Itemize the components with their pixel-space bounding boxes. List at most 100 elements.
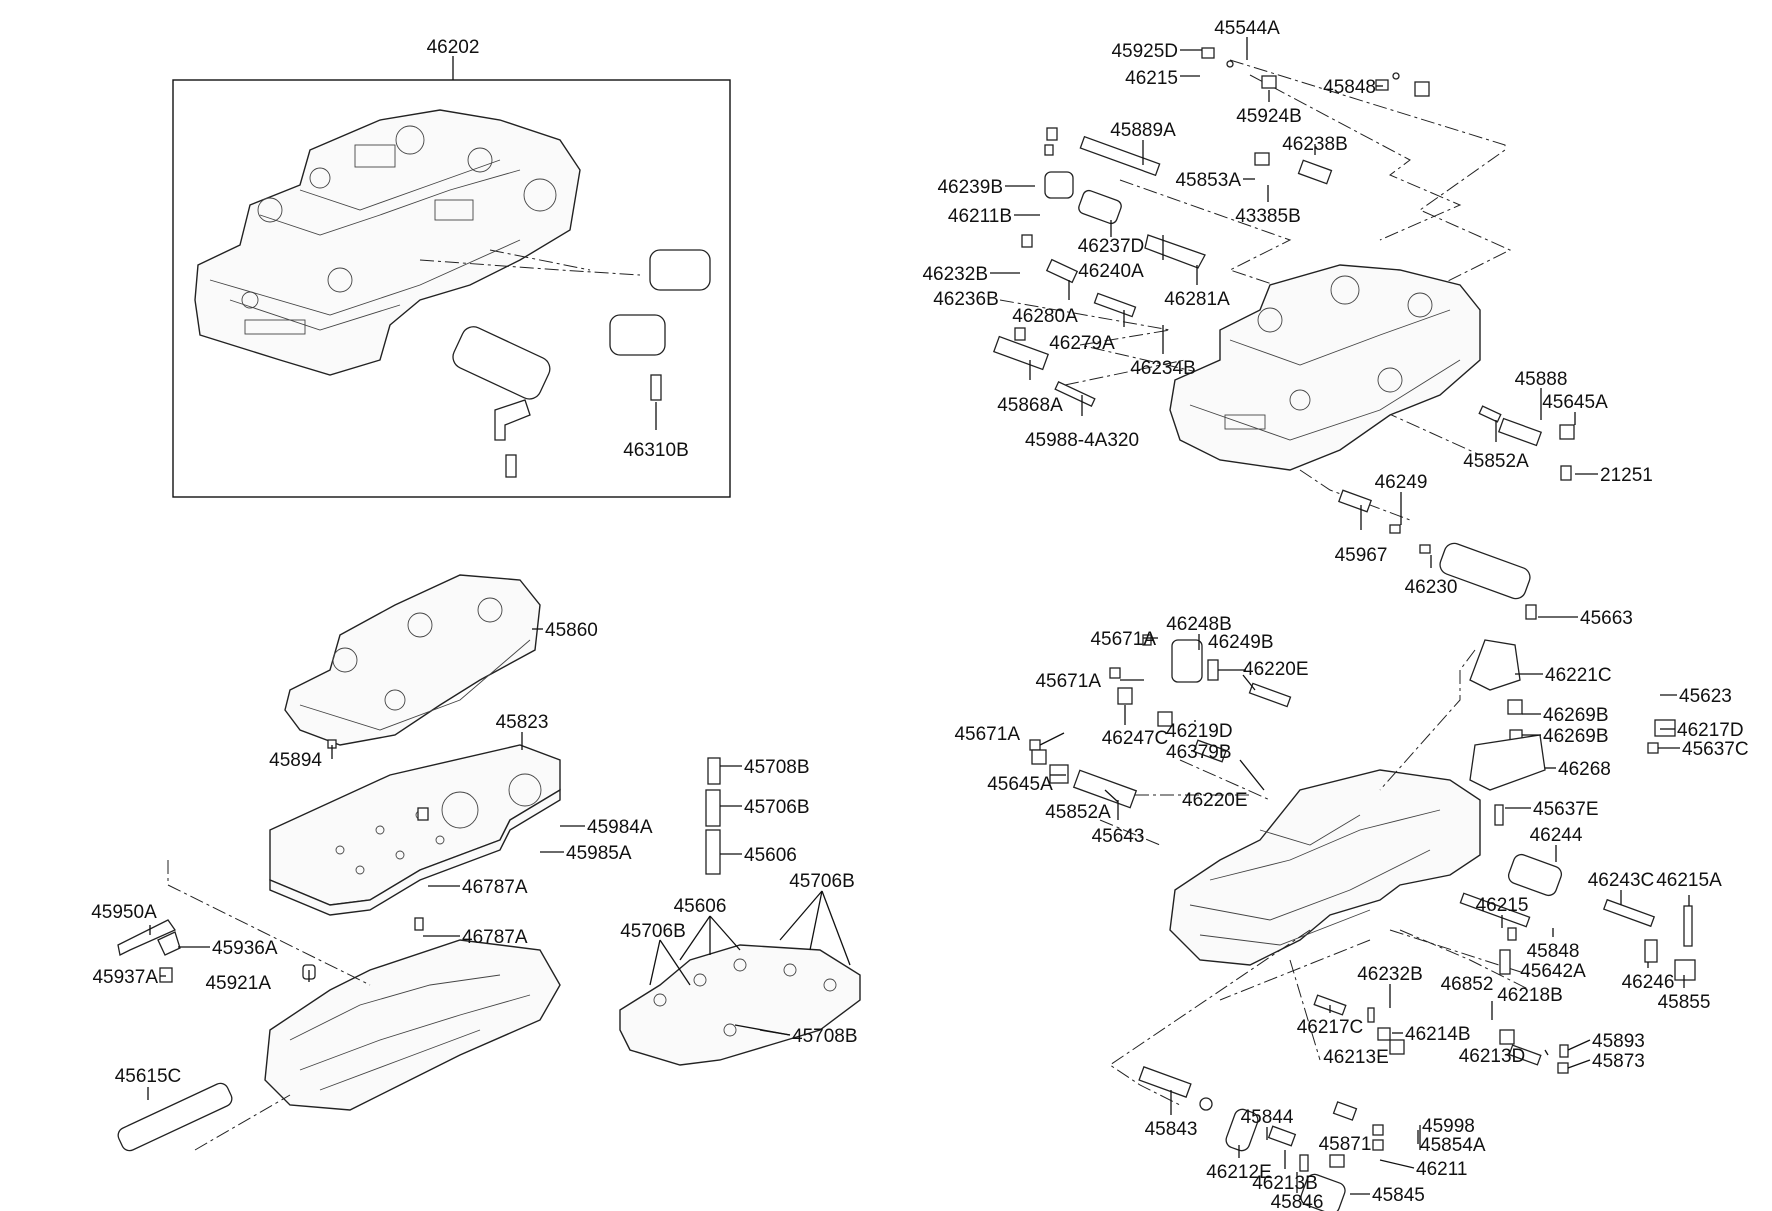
part-label-46211B[interactable]: 46211B (948, 206, 1012, 227)
part-label-46215-2[interactable]: 46215 (1476, 895, 1529, 916)
part-label-46230[interactable]: 46230 (1405, 577, 1458, 598)
part-label-46379B[interactable]: 46379B (1166, 742, 1232, 763)
part-label-46279A[interactable]: 46279A (1049, 333, 1115, 354)
part-label-46240A[interactable]: 46240A (1078, 261, 1144, 282)
kit-box-label[interactable]: 46202 (427, 37, 480, 58)
part-label-46787A-1[interactable]: 46787A (462, 877, 528, 898)
part-label-46248B[interactable]: 46248B (1166, 614, 1232, 635)
part-label-46239B[interactable]: 46239B (937, 177, 1003, 198)
part-label-46238B[interactable]: 46238B (1282, 134, 1348, 155)
part-label-46310B[interactable]: 46310B (623, 440, 689, 461)
part-label-45893[interactable]: 45893 (1592, 1031, 1645, 1052)
part-label-46217C[interactable]: 46217C (1297, 1017, 1364, 1038)
part-label-46212E[interactable]: 46212E (1206, 1162, 1272, 1183)
part-label-46249B[interactable]: 46249B (1208, 632, 1274, 653)
part-label-45637C[interactable]: 45637C (1682, 739, 1749, 760)
part-label-46220E-2[interactable]: 46220E (1182, 790, 1248, 811)
part-label-46280A[interactable]: 46280A (1012, 306, 1078, 327)
part-label-45706B-2[interactable]: 45706B (789, 871, 855, 892)
part-label-46217D[interactable]: 46217D (1677, 720, 1744, 741)
solenoid-valve-illustration (452, 249, 711, 478)
part-label-21251[interactable]: 21251 (1600, 465, 1653, 486)
part-label-45643[interactable]: 45643 (1092, 826, 1145, 847)
part-label-45663[interactable]: 45663 (1580, 608, 1633, 629)
part-label-45925D[interactable]: 45925D (1111, 41, 1178, 62)
part-label-45937A[interactable]: 45937A (92, 967, 158, 988)
part-label-46218B[interactable]: 46218B (1497, 985, 1563, 1006)
part-label-45671A-1[interactable]: 45671A (1090, 629, 1156, 650)
part-label-45853A[interactable]: 45853A (1175, 170, 1241, 191)
part-label-46215-top[interactable]: 46215 (1125, 68, 1178, 89)
part-label-46220E-1[interactable]: 46220E (1243, 659, 1309, 680)
part-label-46213E[interactable]: 46213E (1323, 1047, 1389, 1068)
part-label-45984A[interactable]: 45984A (587, 817, 653, 838)
part-label-46237D[interactable]: 46237D (1078, 236, 1145, 257)
part-label-45852A-top[interactable]: 45852A (1463, 451, 1529, 472)
part-label-45852A-2[interactable]: 45852A (1045, 802, 1111, 823)
part-label-45888[interactable]: 45888 (1515, 369, 1568, 390)
part-label-46215A[interactable]: 46215A (1656, 870, 1722, 891)
part-label-45708B-2[interactable]: 45708B (792, 1026, 858, 1047)
part-label-45637E[interactable]: 45637E (1533, 799, 1599, 820)
part-label-46243C[interactable]: 46243C (1588, 870, 1655, 891)
part-label-45645A-2[interactable]: 45645A (987, 774, 1053, 795)
part-label-46247C[interactable]: 46247C (1102, 728, 1169, 749)
part-label-45642A[interactable]: 45642A (1520, 961, 1586, 982)
part-label-46246[interactable]: 46246 (1622, 972, 1675, 993)
part-label-46214B[interactable]: 46214B (1405, 1024, 1471, 1045)
part-label-45854A[interactable]: 45854A (1420, 1135, 1486, 1156)
part-label-45606-1[interactable]: 45606 (744, 845, 797, 866)
part-label-45924B[interactable]: 45924B (1236, 106, 1302, 127)
part-label-45967[interactable]: 45967 (1335, 545, 1388, 566)
part-label-45889A[interactable]: 45889A (1110, 120, 1176, 141)
part-label-45606-2[interactable]: 45606 (674, 896, 727, 917)
part-label-46852[interactable]: 46852 (1441, 974, 1494, 995)
part-label-46269B-1[interactable]: 46269B (1543, 705, 1609, 726)
part-label-46234B[interactable]: 46234B (1130, 358, 1196, 379)
part-label-45844[interactable]: 45844 (1241, 1107, 1294, 1128)
part-label-46249[interactable]: 46249 (1375, 472, 1428, 493)
part-label-45823[interactable]: 45823 (496, 712, 549, 733)
part-label-45671A-3[interactable]: 45671A (954, 724, 1020, 745)
part-label-46219D[interactable]: 46219D (1166, 721, 1233, 742)
part-label-45708B-1[interactable]: 45708B (744, 757, 810, 778)
part-label-45706B-1[interactable]: 45706B (744, 797, 810, 818)
part-label-45988-4A320[interactable]: 45988-4A320 (1025, 430, 1139, 451)
part-label-46221C[interactable]: 46221C (1545, 665, 1612, 686)
part-label-45950A[interactable]: 45950A (91, 902, 157, 923)
part-label-45544A[interactable]: 45544A (1214, 18, 1280, 39)
part-label-45845[interactable]: 45845 (1372, 1185, 1425, 1206)
part-label-46213B[interactable]: 46213B (1252, 1173, 1318, 1194)
part-label-45615C[interactable]: 45615C (115, 1066, 182, 1087)
part-label-46787A-2[interactable]: 46787A (462, 927, 528, 948)
part-label-45868A[interactable]: 45868A (997, 395, 1063, 416)
part-label-45855[interactable]: 45855 (1658, 992, 1711, 1013)
part-label-45873[interactable]: 45873 (1592, 1051, 1645, 1072)
part-label-46268[interactable]: 46268 (1558, 759, 1611, 780)
part-label-45848-top[interactable]: 45848 (1323, 77, 1376, 98)
part-label-46213D[interactable]: 46213D (1459, 1046, 1526, 1067)
part-label-43385B[interactable]: 43385B (1235, 206, 1301, 227)
part-label-45645A-top[interactable]: 45645A (1542, 392, 1608, 413)
part-label-46232B-top[interactable]: 46232B (922, 264, 988, 285)
part-label-46281A[interactable]: 46281A (1164, 289, 1230, 310)
part-label-45848-2[interactable]: 45848 (1527, 941, 1580, 962)
part-label-45843[interactable]: 45843 (1145, 1119, 1198, 1140)
part-label-45846[interactable]: 45846 (1271, 1192, 1324, 1211)
part-label-45936A[interactable]: 45936A (212, 938, 278, 959)
part-label-46269B-2[interactable]: 46269B (1543, 726, 1609, 747)
part-label-45894[interactable]: 45894 (269, 750, 322, 771)
part-label-46232B-2[interactable]: 46232B (1357, 964, 1423, 985)
part-label-45871[interactable]: 45871 (1319, 1134, 1372, 1155)
part-label-46236B[interactable]: 46236B (933, 289, 999, 310)
part-label-45671A-2[interactable]: 45671A (1035, 671, 1101, 692)
part-label-45623[interactable]: 45623 (1679, 686, 1732, 707)
lower-valve-body-illustration (1169, 769, 1481, 966)
part-label-45998[interactable]: 45998 (1422, 1116, 1475, 1137)
part-label-45985A[interactable]: 45985A (566, 843, 632, 864)
part-label-45921A[interactable]: 45921A (205, 973, 271, 994)
part-label-46211[interactable]: 46211 (1416, 1159, 1467, 1180)
part-label-45706B-3[interactable]: 45706B (620, 921, 686, 942)
part-label-45860[interactable]: 45860 (545, 620, 598, 641)
part-label-46244[interactable]: 46244 (1530, 825, 1583, 846)
